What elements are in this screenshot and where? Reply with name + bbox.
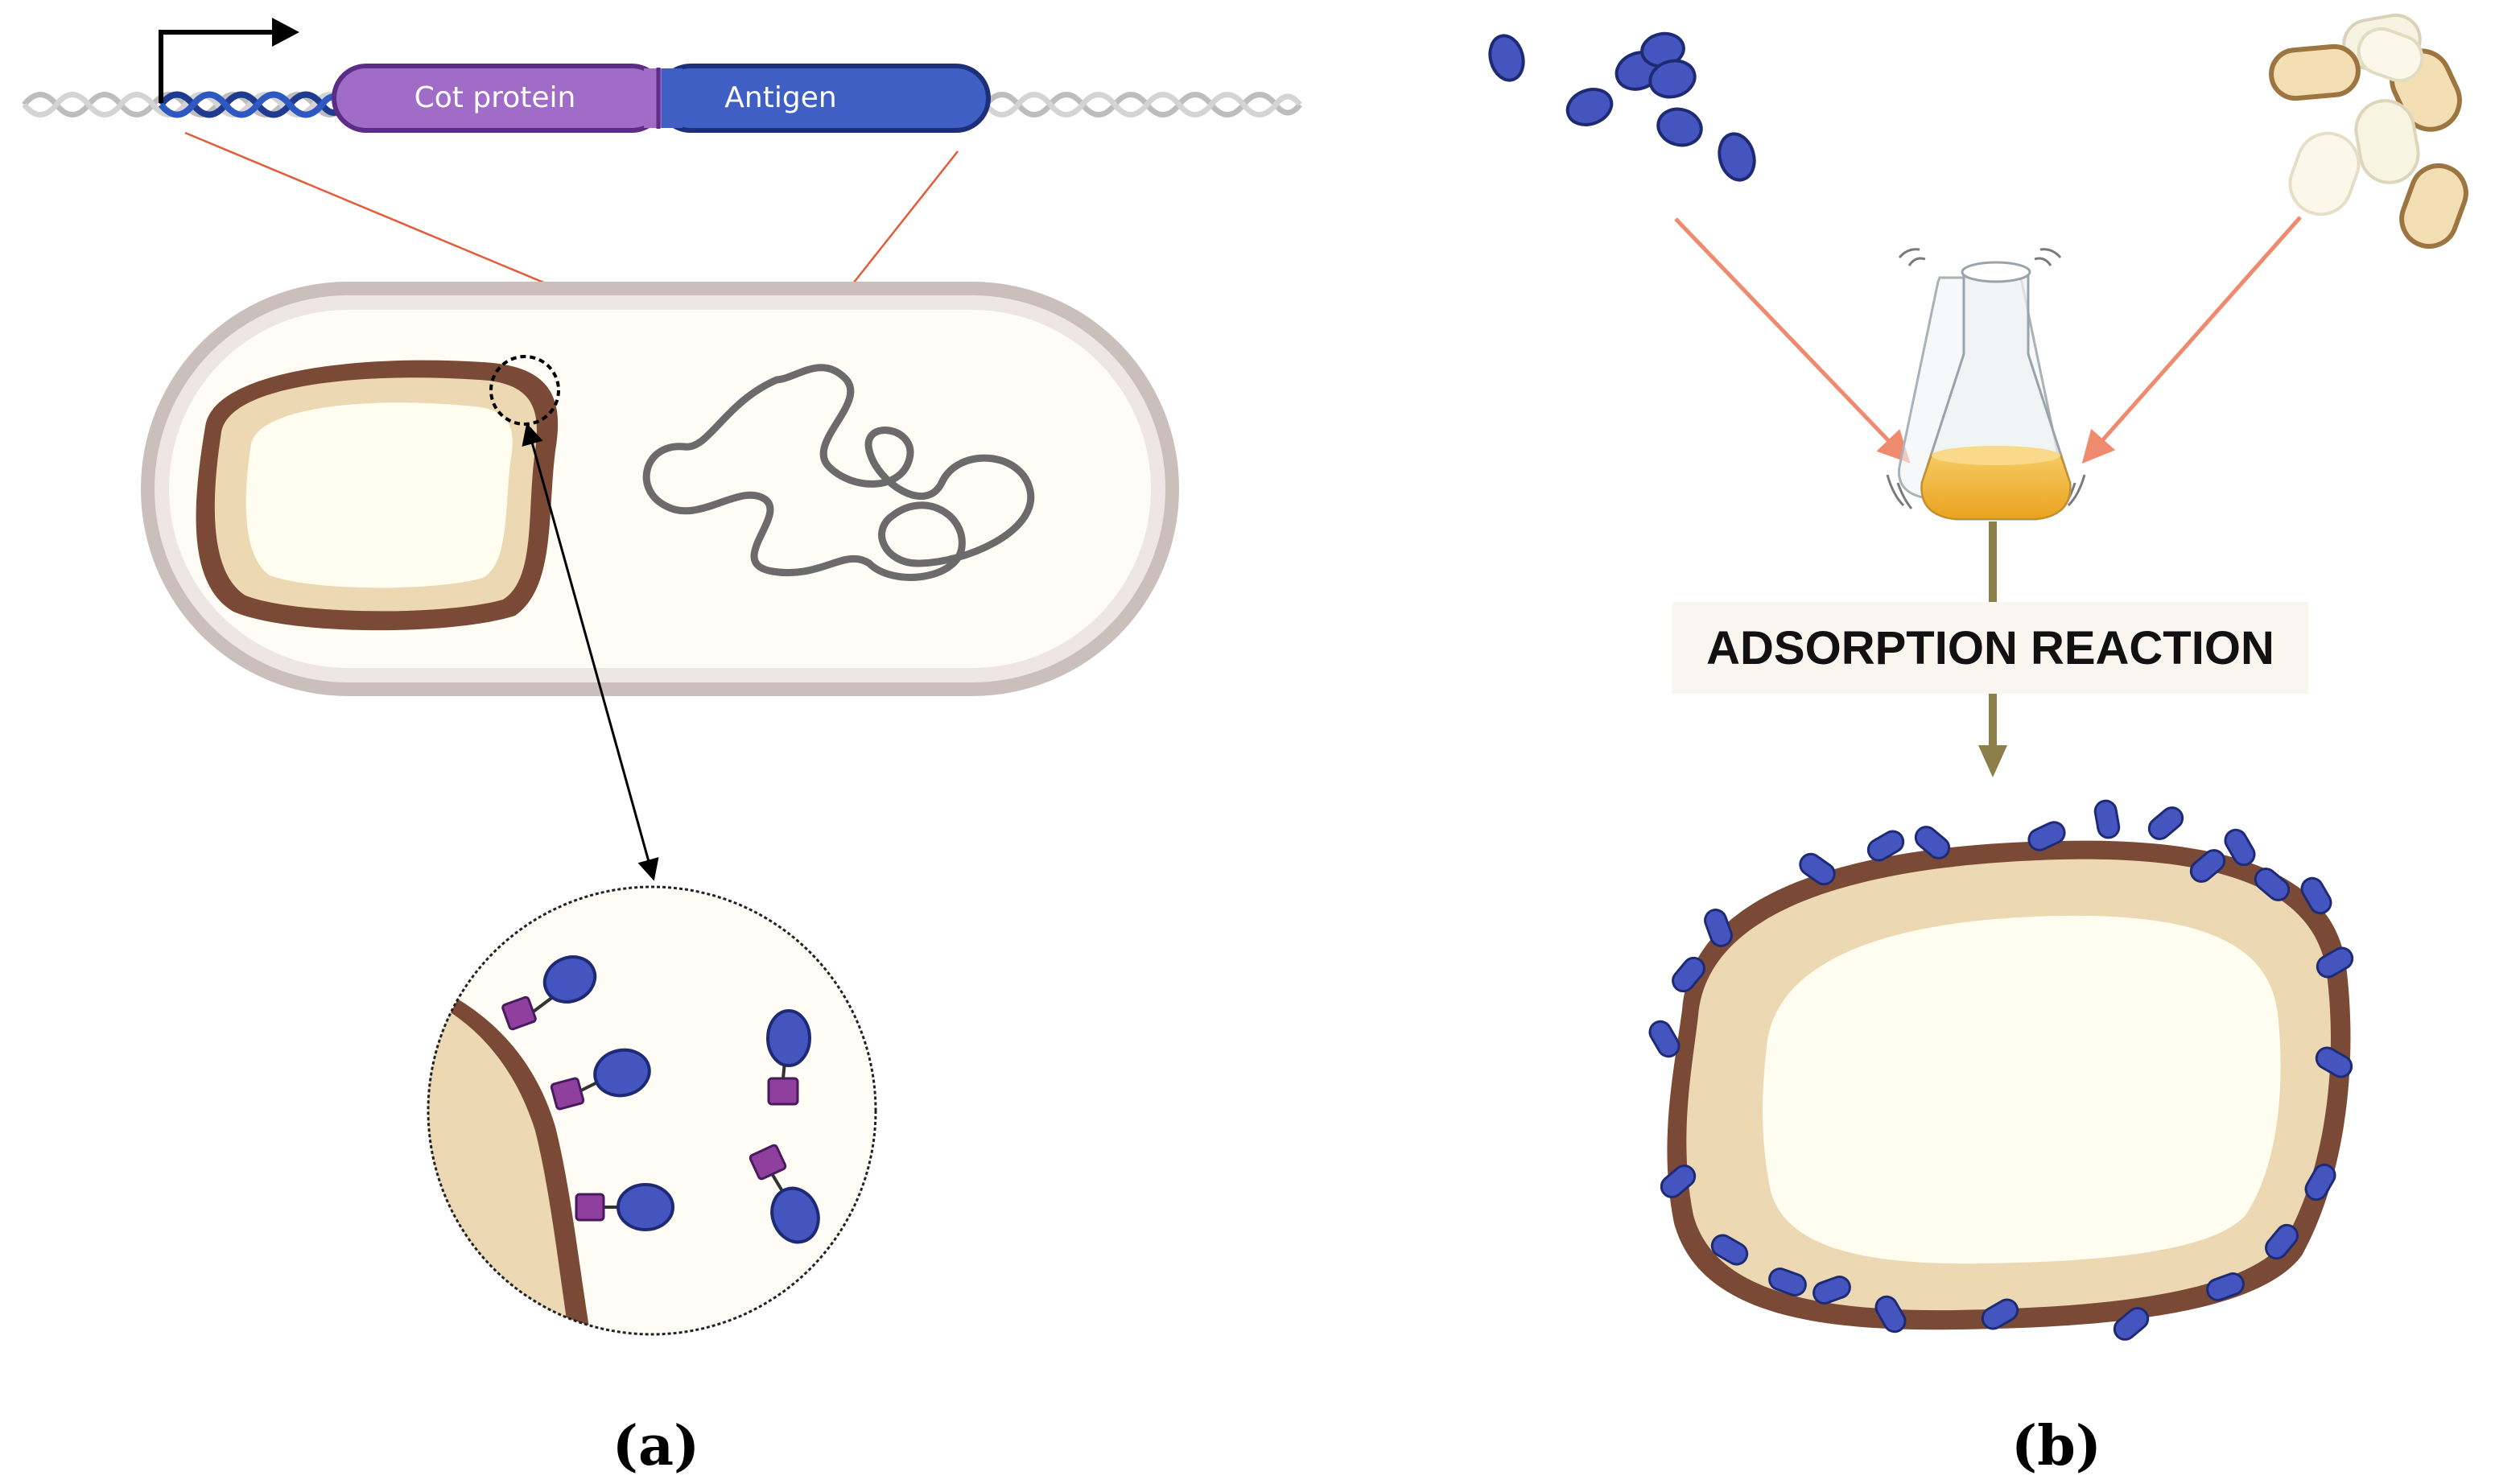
panel-b-label: (b) — [2011, 1414, 2101, 1478]
free-fusion-protein — [748, 1144, 820, 1244]
cot-protein-label: Cot protein — [414, 81, 576, 114]
panel-b: ADSORPTION REACTION — [1488, 13, 2468, 1478]
anchored-antigen — [550, 1048, 651, 1111]
gene-construct: Cot protein Antigen — [332, 64, 991, 133]
adsorbed-antigens — [1648, 799, 2354, 1341]
chromosome — [642, 364, 1035, 581]
free-fusion-protein — [766, 1009, 811, 1106]
reaction-label-box — [1672, 602, 2308, 694]
flask-icon — [1886, 248, 2086, 521]
antigen-label: Antigen — [724, 81, 836, 114]
promoter-arrow-icon — [159, 30, 278, 103]
double-arrow-icon — [522, 423, 659, 881]
antigen-flow-arrow — [1674, 217, 1911, 464]
anchored-antigen — [501, 955, 597, 1031]
reaction-label: ADSORPTION REACTION — [1706, 622, 2274, 674]
anchored-antigen — [575, 1183, 674, 1231]
coated-spore — [1667, 840, 2351, 1330]
zoom-circle — [427, 885, 877, 1336]
spore-flow-arrow — [2081, 216, 2302, 464]
spores-cluster — [2269, 13, 2468, 249]
panel-a-label: (a) — [612, 1414, 699, 1478]
forespore — [196, 360, 559, 631]
dna-helix — [22, 91, 1302, 118]
panel-a: Cot protein Antigen — [22, 18, 1302, 1478]
free-antigens — [1488, 31, 1756, 182]
